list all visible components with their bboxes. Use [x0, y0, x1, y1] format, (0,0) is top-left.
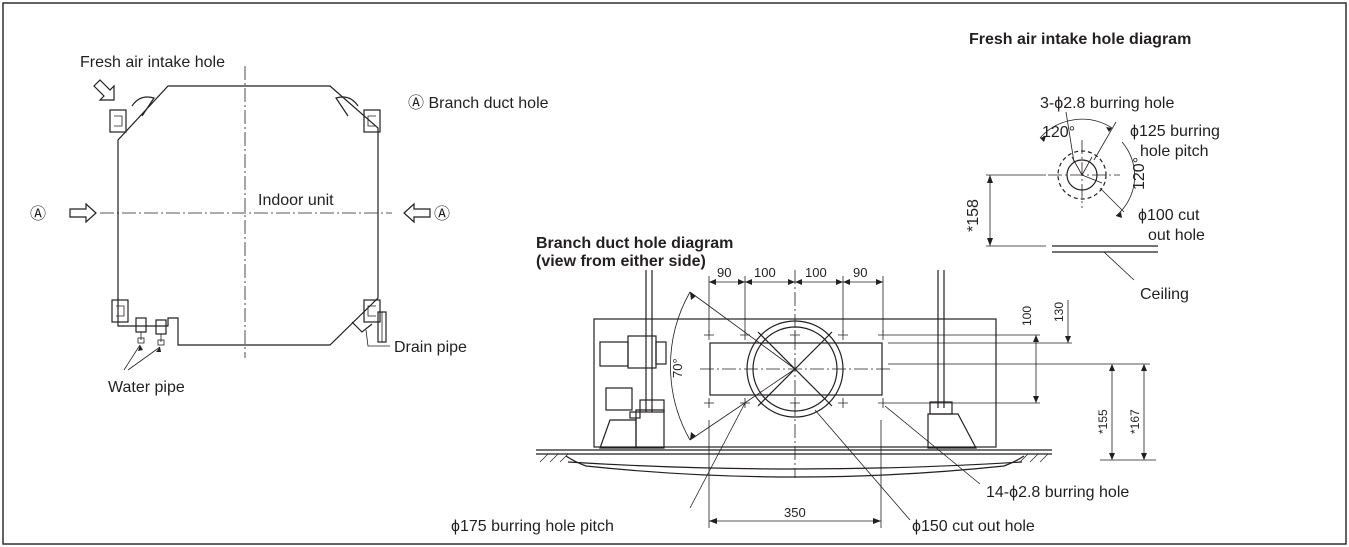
indoor-unit-body: [117, 85, 379, 346]
fresh-air-cutout-line2: out hole: [1148, 227, 1205, 244]
dim-top-90-right: 90: [853, 265, 867, 280]
corner-bracket-tr: [335, 96, 381, 133]
dim-top-100-right: 100: [805, 265, 827, 280]
fresh-air-dim-158: *158: [965, 199, 982, 232]
angle-70: 70°: [670, 358, 685, 378]
branch-duct-hole-label: Ⓐ Branch duct hole: [408, 94, 549, 112]
indoor-unit-top-view: [69, 66, 431, 371]
fresh-air-pitch-line1: ϕ125 burring: [1130, 123, 1220, 140]
fresh-air-burring-hole-label: 3-ϕ2.8 burring hole: [1040, 95, 1174, 112]
drain-pipe-label: Drain pipe: [394, 339, 467, 356]
fresh-air-angle-right: 120°: [1131, 157, 1148, 190]
fresh-air-arrow: [93, 79, 115, 101]
dim-100-vertical: 100: [1020, 306, 1034, 326]
fresh-air-hole-drawing: [986, 111, 1158, 281]
fresh-air-cutout-line1: ϕ100 cut: [1138, 207, 1200, 224]
fresh-air-pitch-line2: hole pitch: [1140, 143, 1209, 160]
corner-bracket-bl: [111, 299, 129, 323]
cutout-150-label: ϕ150 cut out hole: [912, 518, 1035, 535]
water-pipe-fittings: [135, 317, 167, 346]
direction-arrow-left: [69, 202, 97, 224]
water-pipe-leader-2: [127, 346, 161, 371]
indoor-unit-label: Indoor unit: [258, 192, 334, 209]
ceiling-label: Ceiling: [1140, 286, 1189, 303]
corner-bracket-br: [351, 299, 381, 333]
branch-diagram-title-line2: (view from either side): [536, 253, 706, 270]
water-pipe-label: Water pipe: [108, 379, 185, 396]
dim-350: 350: [784, 505, 806, 520]
dim-top-90-left: 90: [717, 265, 731, 280]
fresh-air-diagram-title: Fresh air intake hole diagram: [969, 31, 1191, 48]
water-pipe-leader-1: [123, 344, 141, 371]
burring-hole-markers: [704, 330, 888, 408]
dim-167-vertical: *167: [1128, 409, 1142, 434]
branch-duct-drawing: [536, 270, 1156, 528]
corner-bracket-tl: [109, 96, 155, 133]
fresh-air-intake-hole-label: Fresh air intake hole: [80, 54, 225, 71]
dim-130-vertical: 130: [1052, 302, 1066, 322]
pitch-175-label: ϕ175 burring hole pitch: [451, 518, 614, 535]
marker-a-left: Ⓐ: [30, 205, 46, 223]
direction-arrow-right: [403, 202, 431, 224]
marker-a-right: Ⓐ: [434, 205, 450, 223]
branch-diagram-title-line1: Branch duct hole diagram: [536, 235, 733, 252]
burring-14-label: 14-ϕ2.8 burring hole: [986, 484, 1129, 501]
fresh-air-angle-top: 120°: [1042, 124, 1075, 141]
drain-pipe-fitting: [377, 311, 387, 343]
drain-pipe-leader: [365, 329, 390, 347]
dim-155-vertical: *155: [1096, 409, 1110, 434]
dim-top-100-left: 100: [754, 265, 776, 280]
